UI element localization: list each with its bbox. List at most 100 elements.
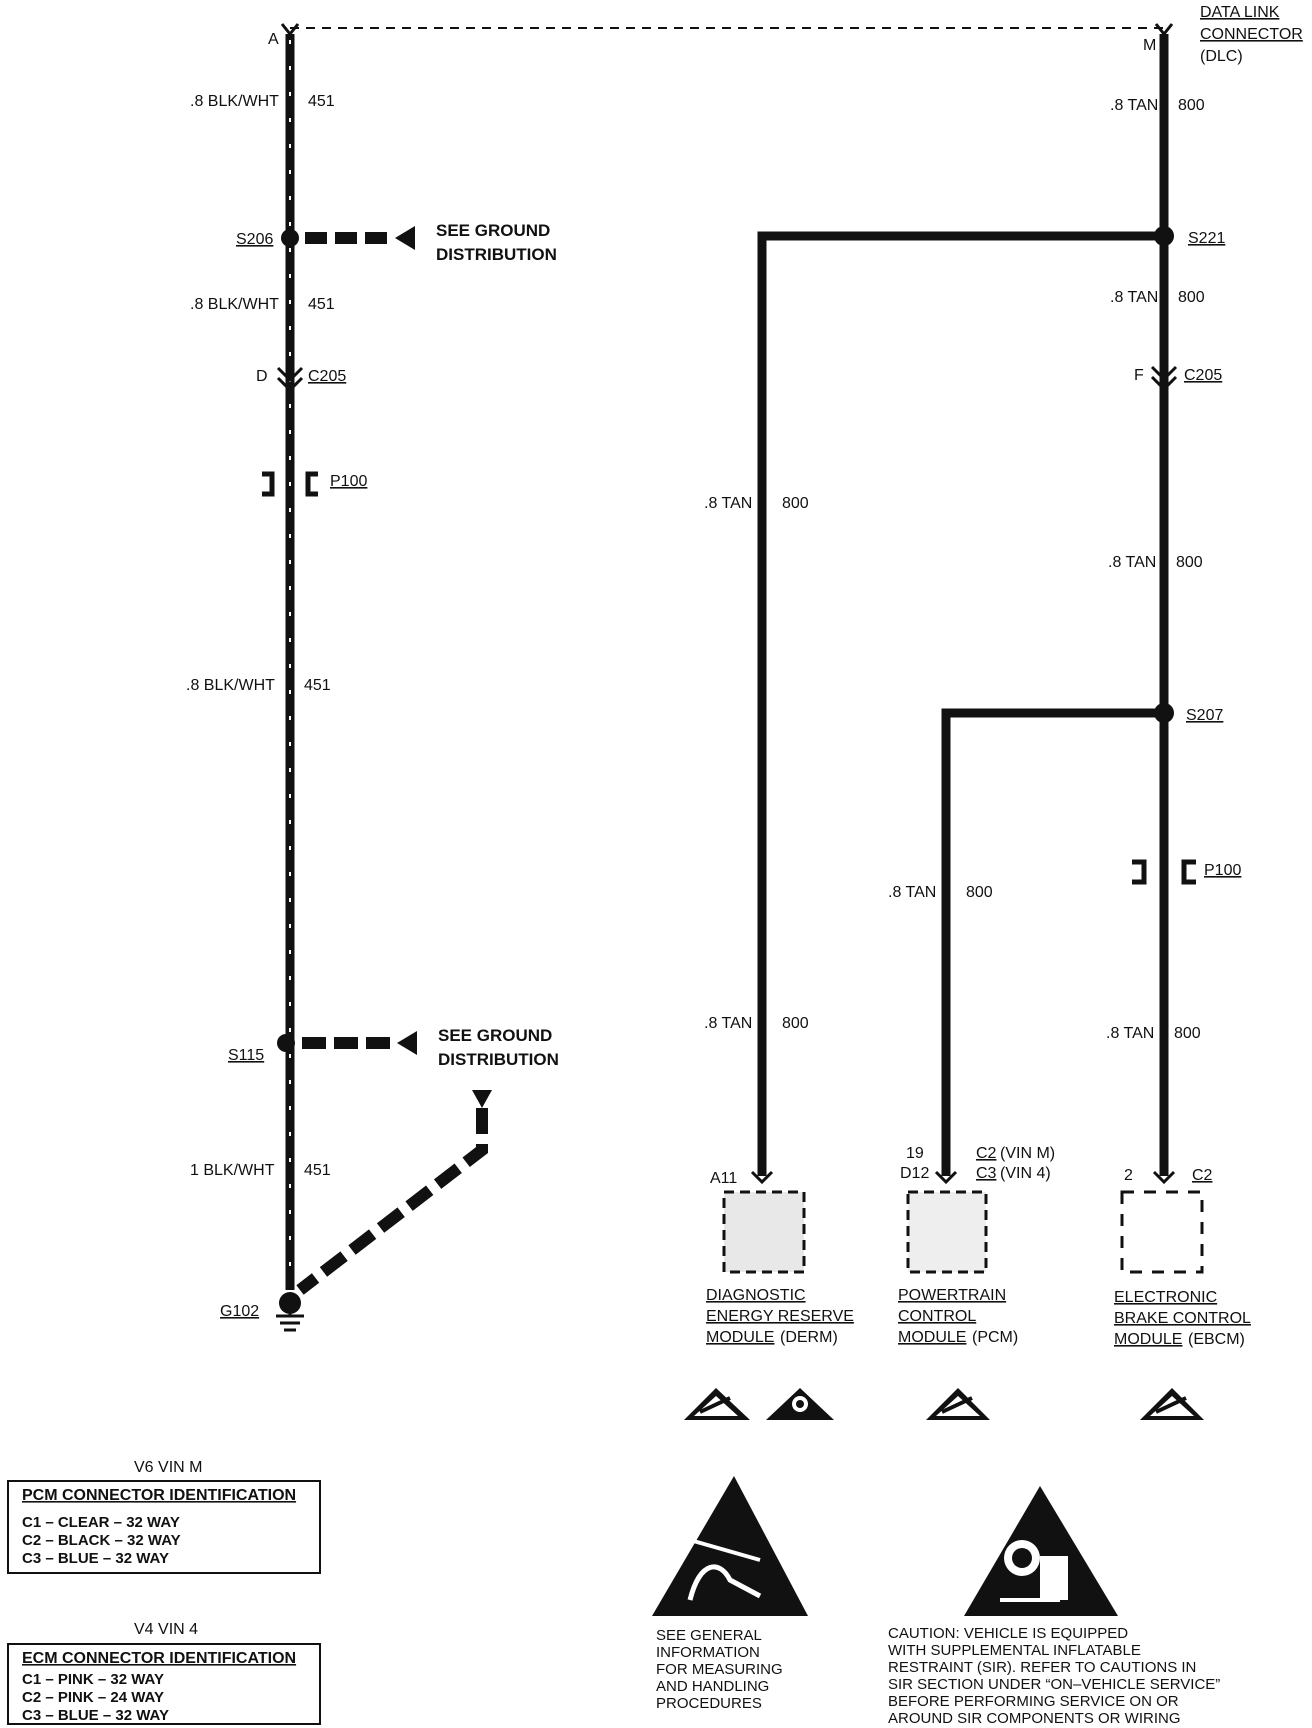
pcm-wire-gauge: .8 TAN (888, 884, 936, 901)
sir-note-2: WITH SUPPLEMENTAL INFLATABLE (888, 1642, 1141, 1659)
ebcm-pin: 2 (1124, 1167, 1133, 1184)
left-wire2-circuit: 451 (308, 296, 335, 313)
pcm-connector-id-box (7, 1480, 321, 1574)
ecm-box-line-3: C3 – BLUE – 32 WAY (22, 1707, 169, 1724)
right-wire3-gauge: .8 TAN (1108, 554, 1156, 571)
left-wire3-gauge: .8 BLK/WHT (186, 677, 275, 694)
left-p100-grommet (262, 471, 318, 497)
right-c205-connector (1150, 365, 1178, 392)
left-wire4-gauge: 1 BLK/WHT (190, 1162, 275, 1179)
dlc-top-connector (1154, 23, 1174, 37)
pcm-box-line-2: C2 – BLACK – 32 WAY (22, 1532, 181, 1549)
ebcm-line3b: (EBCM) (1188, 1331, 1245, 1348)
sir-note-4: SIR SECTION UNDER “ON–VEHICLE SERVICE” (888, 1676, 1220, 1693)
pcm-conn1: C2 (976, 1145, 997, 1162)
pcm-box-header: V6 VIN M (134, 1459, 202, 1476)
splice-s206 (281, 229, 299, 247)
pcm-conn2b: (VIN 4) (1000, 1165, 1051, 1182)
dlc-title-3: (DLC) (1200, 48, 1243, 65)
esd-warning-icon (684, 1388, 750, 1420)
left-wire1-gauge: .8 BLK/WHT (190, 93, 279, 110)
right-c205-pin: F (1134, 367, 1144, 384)
derm-connector (750, 1170, 774, 1185)
ground-dash-diagonal (296, 1108, 488, 1295)
ebcm-connector (1152, 1170, 1176, 1185)
left-p100-label: P100 (330, 473, 367, 490)
pcm-pin1: 19 (906, 1145, 924, 1162)
dlc-title-1: DATA LINK (1200, 4, 1280, 21)
left-c205-connector (276, 366, 304, 393)
right-wire1-gauge: .8 TAN (1110, 97, 1158, 114)
s115-label: S115 (228, 1047, 264, 1064)
ebcm-line1: ELECTRONIC (1114, 1289, 1217, 1306)
ecm-box-title: ECM CONNECTOR IDENTIFICATION (22, 1650, 296, 1667)
dlc-title-2: CONNECTOR (1200, 26, 1303, 43)
derm-line2: ENERGY RESERVE (706, 1308, 854, 1325)
ground-icon (276, 1303, 304, 1332)
esd-note-5: PROCEDURES (656, 1695, 762, 1712)
right-p100-grommet (1132, 859, 1196, 885)
pcm-conn1b: (VIN M) (1000, 1145, 1055, 1162)
ebcm-line3: MODULE (1114, 1331, 1182, 1348)
derm-wire-a-circuit: 800 (782, 495, 809, 512)
left-wire2-gauge: .8 BLK/WHT (190, 296, 279, 313)
right-c205-label: C205 (1184, 367, 1222, 384)
splice-s115 (277, 1034, 295, 1052)
ground1-line2: DISTRIBUTION (436, 245, 557, 264)
pcm-line1: POWERTRAIN (898, 1287, 1006, 1304)
s207-label: S207 (1186, 707, 1223, 724)
right-wire3-circuit: 800 (1176, 554, 1203, 571)
pcm-box-line-1: C1 – CLEAR – 32 WAY (22, 1514, 180, 1531)
left-c205-pin: D (256, 368, 268, 385)
airbag-warning-icon (964, 1486, 1118, 1616)
derm-line3b: (DERM) (780, 1329, 838, 1346)
ebcm-line2: BRAKE CONTROL (1114, 1310, 1251, 1327)
ecm-box-line-1: C1 – PINK – 32 WAY (22, 1671, 164, 1688)
derm-line3: MODULE (706, 1329, 774, 1346)
esd-note-3: FOR MEASURING (656, 1661, 783, 1678)
sir-note-1: CAUTION: VEHICLE IS EQUIPPED (888, 1625, 1128, 1642)
ebcm-conn: C2 (1192, 1167, 1213, 1184)
pcm-connector (934, 1170, 958, 1185)
esd-note-2: INFORMATION (656, 1644, 760, 1661)
esd-warning-icon (652, 1476, 808, 1616)
derm-pin: A11 (710, 1170, 737, 1187)
left-wire1-circuit: 451 (308, 93, 335, 110)
esd-warning-icon (1140, 1388, 1204, 1420)
ground1-line1: SEE GROUND (436, 221, 550, 240)
pcm-wire (941, 708, 1164, 1176)
right-wire2-gauge: .8 TAN (1110, 289, 1158, 306)
ebcm-module-box (1120, 1190, 1204, 1274)
ground-arrow-1 (395, 226, 415, 250)
sir-note-3: RESTRAINT (SIR). REFER TO CAUTIONS IN (888, 1659, 1196, 1676)
pcm-box-title: PCM CONNECTOR IDENTIFICATION (22, 1487, 296, 1504)
pcm-line3b: (PCM) (972, 1329, 1018, 1346)
right-wire4-gauge: .8 TAN (1106, 1025, 1154, 1042)
g102-label: G102 (220, 1303, 259, 1320)
right-wire1-circuit: 800 (1178, 97, 1205, 114)
left-pin-a: A (268, 31, 279, 48)
pcm-pin2: D12 (900, 1165, 929, 1182)
ground-arrow-2 (397, 1031, 417, 1055)
left-c205-label: C205 (308, 368, 346, 385)
pcm-module-box (906, 1190, 988, 1274)
esd-warning-icon (926, 1388, 990, 1420)
derm-wire-a-gauge: .8 TAN (704, 495, 752, 512)
right-p100-label: P100 (1204, 862, 1241, 879)
pcm-conn2: C3 (976, 1165, 997, 1182)
s206-label: S206 (236, 231, 273, 248)
ground-arrow-down (472, 1090, 492, 1108)
pcm-wire-circuit: 800 (966, 884, 993, 901)
derm-wire-b-gauge: .8 TAN (704, 1015, 752, 1032)
esd-note-1: SEE GENERAL (656, 1627, 762, 1644)
airbag-warning-icon (766, 1388, 834, 1420)
s221-label: S221 (1188, 230, 1225, 247)
pcm-box-line-3: C3 – BLUE – 32 WAY (22, 1550, 169, 1567)
pcm-line3: MODULE (898, 1329, 966, 1346)
sir-note-6: AROUND SIR COMPONENTS OR WIRING (888, 1710, 1181, 1727)
dlc-pin: M (1143, 37, 1156, 54)
derm-module-box (722, 1190, 806, 1274)
ecm-box-line-2: C2 – PINK – 24 WAY (22, 1689, 164, 1706)
esd-note-4: AND HANDLING (656, 1678, 769, 1695)
